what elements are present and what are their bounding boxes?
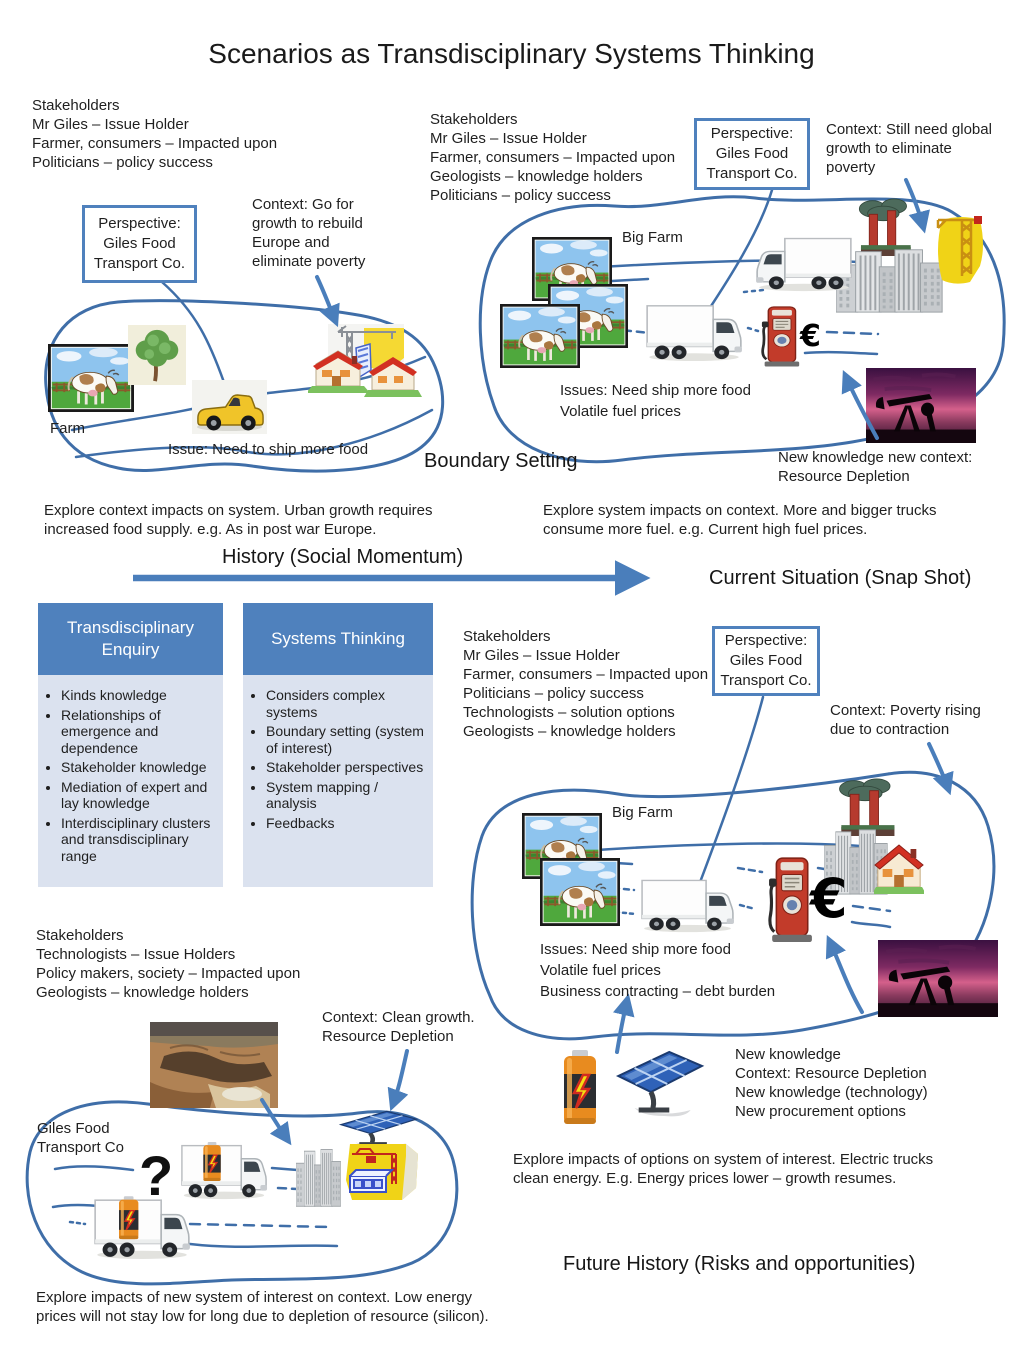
big-farm-label-current: Big Farm xyxy=(612,804,673,821)
explore-system-text: Explore system impacts on context. More … xyxy=(543,502,937,538)
context-arrow-current xyxy=(927,742,954,796)
fuel-pump-icon xyxy=(768,856,814,944)
current-situation-label: Current Situation (Snap Shot) xyxy=(709,567,972,589)
card-title: Transdisciplinary Enquiry xyxy=(38,603,223,675)
card-systems-thinking: Systems Thinking Considers complex syste… xyxy=(243,603,433,887)
boundary-blob-current xyxy=(470,770,996,1041)
explore-new-system-text: Explore impacts of new system of interes… xyxy=(36,1289,489,1325)
buildings-icon xyxy=(296,1148,342,1208)
context-current: Context: Poverty rising due to contracti… xyxy=(830,702,981,738)
mine-photo xyxy=(150,1022,278,1108)
bullet-item: Boundary setting (system of interest) xyxy=(266,723,427,756)
explore-options-text: Explore impacts of options on system of … xyxy=(513,1151,934,1187)
oil-context-arrow-current xyxy=(825,934,864,1014)
buildings-icon xyxy=(836,248,944,314)
context-past: Context: Go for growth to rebuild Europe… xyxy=(252,196,366,270)
oil-pump-photo xyxy=(878,940,998,1017)
card-title: Systems Thinking xyxy=(243,603,433,675)
stakeholders-current: Stakeholders Mr Giles – Issue Holder Far… xyxy=(463,628,709,740)
factory-icon xyxy=(839,778,895,836)
context-arrow-snapshot xyxy=(904,178,930,234)
page-title: Scenarios as Transdisciplinary Systems T… xyxy=(208,38,815,69)
boundary-setting-label: Boundary Setting xyxy=(424,450,578,472)
context-snapshot: Context: Still need global growth to eli… xyxy=(826,121,992,176)
card-transdisciplinary-enquiry: Transdisciplinary Enquiry Kinds knowledg… xyxy=(38,603,223,887)
history-label: History (Social Momentum) xyxy=(222,546,464,568)
solar-panel-icon xyxy=(341,1111,416,1147)
tree-icon xyxy=(128,325,186,385)
card-body: Considers complex systems Boundary setti… xyxy=(243,675,433,887)
card-body: Kinds knowledge Relationships of emergen… xyxy=(38,675,223,887)
solar-panel-icon xyxy=(618,1052,702,1116)
new-knowledge-arrow-snapshot xyxy=(841,369,879,440)
big-farm-label-snapshot: Big Farm xyxy=(622,229,683,246)
oil-pump-photo xyxy=(866,368,976,443)
euro-symbol: € xyxy=(800,319,821,354)
bullet-item: Stakeholder knowledge xyxy=(61,759,217,776)
farm-label: Farm xyxy=(50,420,85,437)
bullet-item: Kinds knowledge xyxy=(61,687,217,704)
new-knowledge-future: New knowledge Context: Resource Depletio… xyxy=(735,1046,928,1120)
houses-icon xyxy=(308,323,422,398)
issues-snapshot: Issues: Need ship more food Volatile fue… xyxy=(560,382,751,420)
euro-symbol: € xyxy=(810,867,848,930)
factory-icon xyxy=(858,198,912,256)
question-mark: ? xyxy=(139,1144,174,1207)
cow-picture xyxy=(48,344,134,412)
issue-past: Issue: Need to ship more food xyxy=(168,441,369,458)
stakeholders-future: Stakeholders Technologists – Issue Holde… xyxy=(36,927,301,1001)
new-knowledge-snapshot: New knowledge new context: Resource Depl… xyxy=(778,449,973,485)
car-icon xyxy=(192,380,267,434)
battery-icon xyxy=(562,1048,598,1126)
context-arrow-future xyxy=(387,1049,409,1112)
crane-icon xyxy=(936,214,985,284)
bullet-item: System mapping / analysis xyxy=(266,779,427,812)
perspective-box-current: Perspective: Giles Food Transport Co. xyxy=(712,626,820,696)
context-future: Context: Clean growth. Resource Depletio… xyxy=(322,1009,475,1045)
cow-picture xyxy=(500,304,580,368)
boundary-blob-future xyxy=(25,1100,459,1286)
truck-battery-icon xyxy=(182,1142,267,1199)
company-label: Giles Food Transport Co xyxy=(37,1120,124,1156)
perspective-box-past: Perspective: Giles Food Transport Co. xyxy=(82,205,197,283)
future-history-label: Future History (Risks and opportunities) xyxy=(563,1253,916,1275)
bullet-item: Relationships of emergence and dependenc… xyxy=(61,707,217,757)
stakeholders-snapshot: Stakeholders Mr Giles – Issue Holder Far… xyxy=(430,111,676,204)
bullet-item: Stakeholder perspectives xyxy=(266,759,427,776)
issues-current: Issues: Need ship more food Volatile fue… xyxy=(540,941,776,1000)
bullet-item: Mediation of expert and lay knowledge xyxy=(61,779,217,812)
bullet-item: Interdisciplinary clusters and transdisc… xyxy=(61,815,217,865)
truck-icon xyxy=(755,237,852,292)
cow-picture xyxy=(540,858,620,926)
construction-crane-icon xyxy=(345,1143,419,1201)
truck-icon xyxy=(646,305,743,362)
bullet-item: Feedbacks xyxy=(266,815,427,832)
stakeholders-past: Stakeholders Mr Giles – Issue Holder Far… xyxy=(32,97,278,171)
truck-icon xyxy=(641,879,735,933)
mine-arrow-future xyxy=(260,1098,292,1146)
explore-context-text: Explore context impacts on system. Urban… xyxy=(44,502,433,538)
battery-option-arrow xyxy=(613,993,635,1054)
fuel-pump-icon xyxy=(761,305,801,368)
context-arrow-past xyxy=(315,275,340,328)
perspective-box-snapshot: Perspective: Giles Food Transport Co. xyxy=(694,118,810,190)
bullet-item: Considers complex systems xyxy=(266,687,427,720)
